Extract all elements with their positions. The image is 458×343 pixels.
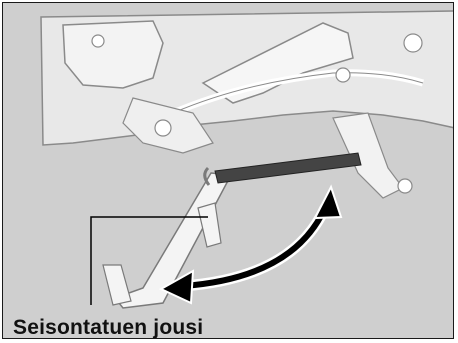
arrow-head-right bbox=[315, 187, 341, 218]
stand-pivot-bolt bbox=[398, 179, 412, 193]
linkage-pivot bbox=[155, 120, 171, 136]
cover-bolt bbox=[92, 35, 104, 47]
side-stand-foot bbox=[103, 265, 131, 305]
frame-bolt bbox=[336, 68, 350, 82]
motorcycle-side-stand-illustration bbox=[3, 3, 454, 339]
engine-cover bbox=[63, 21, 163, 88]
side-stand-spring bbox=[215, 153, 361, 183]
stand-bracket bbox=[198, 203, 221, 247]
frame-bolt bbox=[404, 34, 422, 52]
callout-label: Seisontatuen jousi bbox=[13, 316, 203, 339]
illustration-frame: Seisontatuen jousi bbox=[2, 2, 454, 339]
